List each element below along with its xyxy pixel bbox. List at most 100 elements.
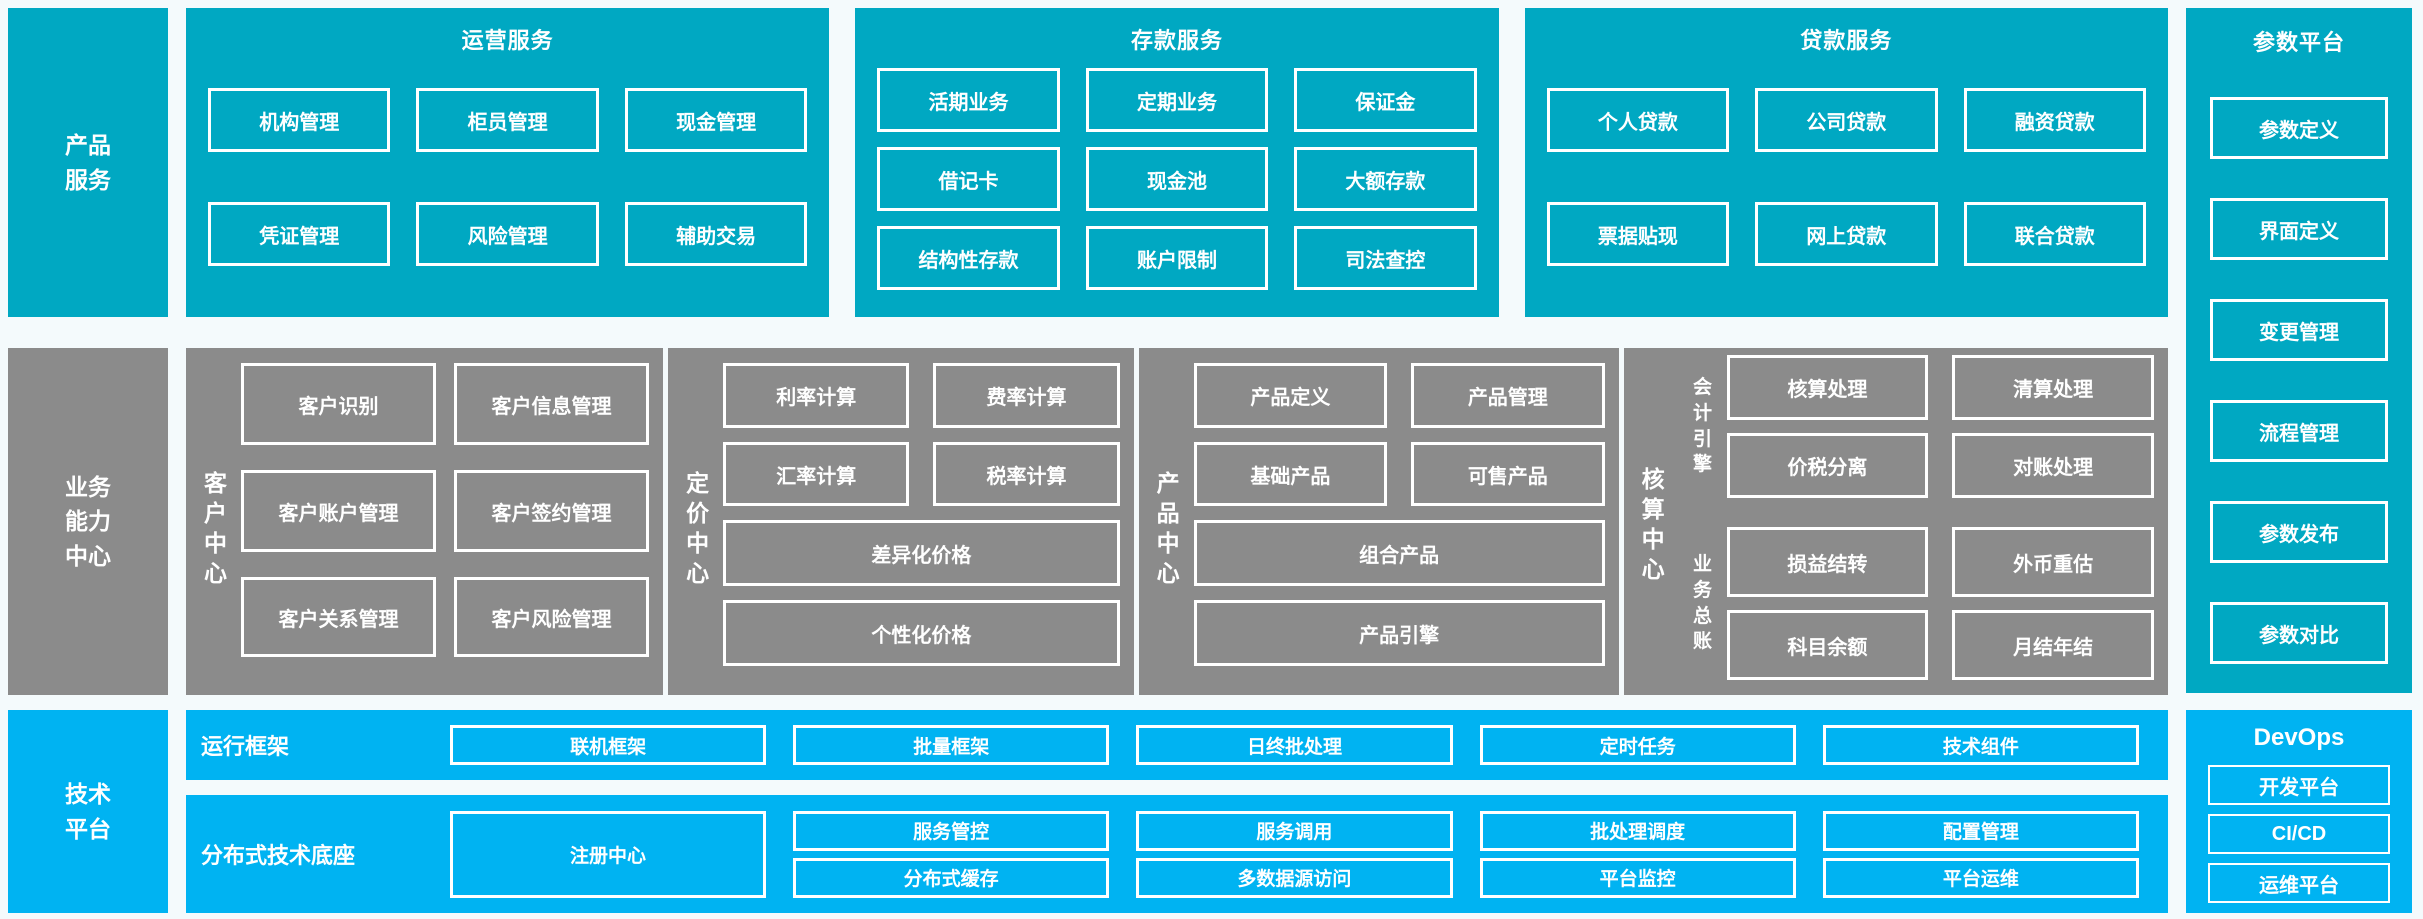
module-box: 柜员管理 bbox=[416, 88, 599, 152]
section-title: 贷款服务 bbox=[1800, 28, 1893, 53]
rail-label-business-capability: 业务 能力 中心 bbox=[8, 348, 168, 695]
product-services-row: 运营服务 机构管理 柜员管理 现金管理 凭证管理 风险管理 辅助交易 存款服务 … bbox=[186, 8, 2168, 317]
section-title: 运营服务 bbox=[461, 28, 554, 53]
section-operations-services: 运营服务 机构管理 柜员管理 现金管理 凭证管理 风险管理 辅助交易 bbox=[186, 8, 830, 317]
module-box: 客户账户管理 bbox=[241, 470, 437, 552]
module-box: 客户签约管理 bbox=[454, 470, 650, 552]
module-box: 票据贴现 bbox=[1546, 202, 1730, 266]
module-box: 运维平台 bbox=[2208, 863, 2390, 903]
module-box: 产品管理 bbox=[1411, 363, 1605, 428]
module-box: 服务调用 bbox=[1136, 810, 1453, 851]
module-box: 联机框架 bbox=[450, 725, 767, 765]
module-box: CI/CD bbox=[2208, 814, 2390, 854]
accounting-body: 会 计 引 擎 核算处理 清算处理 价税分离 对账处理 业 务 总 账 损益结转… bbox=[1679, 355, 2154, 695]
section-product-center: 产 品 中 心 产品定义 产品管理 基础产品 可售产品 组合产品 产品引擎 bbox=[1138, 348, 1619, 695]
section-title: 存款服务 bbox=[1130, 28, 1223, 53]
module-box: 辅助交易 bbox=[624, 202, 808, 266]
section-pricing-center: 定 价 中 心 利率计算 费率计算 汇率计算 税率计算 差异化价格 个性化价格 bbox=[668, 348, 1134, 695]
module-box: 平台监控 bbox=[1479, 857, 1796, 898]
module-box: 分布式缓存 bbox=[793, 857, 1110, 898]
rail-label-product-services: 产品 服务 bbox=[8, 8, 168, 317]
registry-center-box: 注册中心 bbox=[450, 810, 766, 898]
group-label: 会 计 引 擎 bbox=[1693, 377, 1713, 476]
module-box: 定期业务 bbox=[1085, 68, 1269, 132]
section-title: 参数平台 bbox=[2252, 30, 2345, 55]
module-box: 现金管理 bbox=[624, 88, 808, 152]
module-box: 联合贷款 bbox=[1963, 202, 2146, 266]
customer-grid: 客户识别 客户信息管理 客户账户管理 客户签约管理 客户关系管理 客户风险管理 bbox=[241, 363, 650, 695]
section-deposit-services: 存款服务 活期业务 定期业务 保证金 借记卡 现金池 大额存款 结构性存款 账户… bbox=[855, 8, 1499, 317]
module-box: 公司贷款 bbox=[1755, 88, 1938, 152]
section-title: DevOps bbox=[2253, 724, 2345, 751]
capability-centers-row: 客 户 中 心 客户识别 客户信息管理 客户账户管理 客户签约管理 客户关系管理… bbox=[186, 348, 2168, 695]
module-box: 个性化价格 bbox=[723, 600, 1120, 666]
module-box: 现金池 bbox=[1085, 147, 1269, 211]
module-box: 批量框架 bbox=[793, 725, 1110, 765]
module-box: 风险管理 bbox=[416, 202, 599, 266]
module-box: 可售产品 bbox=[1411, 442, 1605, 506]
module-box: 保证金 bbox=[1294, 68, 1477, 132]
module-box: 利率计算 bbox=[723, 363, 910, 428]
deposit-grid: 活期业务 定期业务 保证金 借记卡 现金池 大额存款 结构性存款 账户限制 司法… bbox=[877, 68, 1477, 290]
center-label: 客 户 中 心 bbox=[204, 470, 227, 586]
module-box: 损益结转 bbox=[1726, 527, 1929, 597]
module-box: 参数定义 bbox=[2210, 97, 2388, 159]
section-parameter-platform: 参数平台 参数定义 界面定义 变更管理 流程管理 参数发布 参数对比 bbox=[2186, 8, 2412, 693]
product-grid: 产品定义 产品管理 基础产品 可售产品 组合产品 产品引擎 bbox=[1193, 363, 1605, 695]
distributed-base-bar: 分布式技术底座 注册中心 服务管控 服务调用 批处理调度 配置管理 分布式缓存 … bbox=[186, 795, 2168, 913]
runtime-framework-bar: 运行框架 联机框架 批量框架 日终批处理 定时任务 技术组件 bbox=[186, 710, 2168, 780]
module-box: 客户识别 bbox=[241, 363, 437, 445]
main-area: 运营服务 机构管理 柜员管理 现金管理 凭证管理 风险管理 辅助交易 存款服务 … bbox=[186, 8, 2168, 913]
module-box: 大额存款 bbox=[1294, 147, 1477, 211]
module-box: 参数对比 bbox=[2210, 602, 2388, 664]
distributed-grid: 服务管控 服务调用 批处理调度 配置管理 分布式缓存 多数据源访问 平台监控 平… bbox=[793, 810, 2139, 898]
tech-platform-rows: 运行框架 联机框架 批量框架 日终批处理 定时任务 技术组件 分布式技术底座 注… bbox=[186, 710, 2168, 913]
module-box: 参数发布 bbox=[2210, 501, 2388, 563]
module-box: 客户关系管理 bbox=[241, 577, 437, 657]
module-box: 对账处理 bbox=[1952, 433, 2154, 498]
module-box: 变更管理 bbox=[2210, 299, 2388, 361]
section-customer-center: 客 户 中 心 客户识别 客户信息管理 客户账户管理 客户签约管理 客户关系管理… bbox=[186, 348, 664, 695]
module-box: 结构性存款 bbox=[877, 226, 1060, 290]
module-box: 网上贷款 bbox=[1755, 202, 1938, 266]
module-box: 借记卡 bbox=[877, 147, 1060, 211]
module-box: 科目余额 bbox=[1726, 610, 1929, 680]
module-box: 批处理调度 bbox=[1479, 810, 1796, 851]
module-box: 凭证管理 bbox=[208, 202, 391, 266]
right-rail: 参数平台 参数定义 界面定义 变更管理 流程管理 参数发布 参数对比 DevOp… bbox=[2186, 8, 2412, 913]
module-box: 核算处理 bbox=[1726, 355, 1929, 420]
operations-grid: 机构管理 柜员管理 现金管理 凭证管理 风险管理 辅助交易 bbox=[208, 88, 808, 266]
rail-label-tech-platform: 技术 平台 bbox=[8, 710, 168, 913]
module-box: 界面定义 bbox=[2210, 198, 2388, 260]
module-box: 配置管理 bbox=[1822, 810, 2139, 851]
section-loan-services: 贷款服务 个人贷款 公司贷款 融资贷款 票据贴现 网上贷款 联合贷款 bbox=[1524, 8, 2168, 317]
module-box: 日终批处理 bbox=[1136, 725, 1453, 765]
center-label: 定 价 中 心 bbox=[686, 470, 710, 586]
module-box: 个人贷款 bbox=[1546, 88, 1730, 152]
module-box: 流程管理 bbox=[2210, 400, 2388, 462]
pricing-grid: 利率计算 费率计算 汇率计算 税率计算 差异化价格 个性化价格 bbox=[723, 363, 1120, 695]
module-box: 司法查控 bbox=[1294, 226, 1477, 290]
module-box: 基础产品 bbox=[1193, 442, 1388, 506]
module-box: 活期业务 bbox=[877, 68, 1060, 132]
module-box: 机构管理 bbox=[208, 88, 391, 152]
business-ledger-grid: 损益结转 外币重估 科目余额 月结年结 bbox=[1726, 527, 2154, 680]
module-box: 税率计算 bbox=[933, 442, 1120, 506]
section-accounting-center: 核 算 中 心 会 计 引 擎 核算处理 清算处理 价税分离 对账处理 业 务 … bbox=[1623, 348, 2168, 695]
module-box: 费率计算 bbox=[933, 363, 1120, 428]
loan-grid: 个人贷款 公司贷款 融资贷款 票据贴现 网上贷款 联合贷款 bbox=[1546, 88, 2146, 266]
module-box: 技术组件 bbox=[1822, 725, 2140, 765]
module-box: 清算处理 bbox=[1952, 355, 2154, 420]
module-box: 组合产品 bbox=[1193, 520, 1605, 586]
module-box: 融资贷款 bbox=[1963, 88, 2146, 152]
module-box: 客户信息管理 bbox=[454, 363, 650, 445]
module-box: 定时任务 bbox=[1479, 725, 1796, 765]
module-box: 服务管控 bbox=[793, 810, 1110, 851]
left-rail: 产品 服务 业务 能力 中心 技术 平台 bbox=[8, 8, 168, 913]
module-box: 开发平台 bbox=[2208, 765, 2390, 805]
group-label: 业 务 总 账 bbox=[1693, 554, 1713, 653]
module-box: 外币重估 bbox=[1952, 527, 2154, 597]
module-box: 产品引擎 bbox=[1193, 600, 1605, 666]
module-box: 多数据源访问 bbox=[1136, 857, 1453, 898]
